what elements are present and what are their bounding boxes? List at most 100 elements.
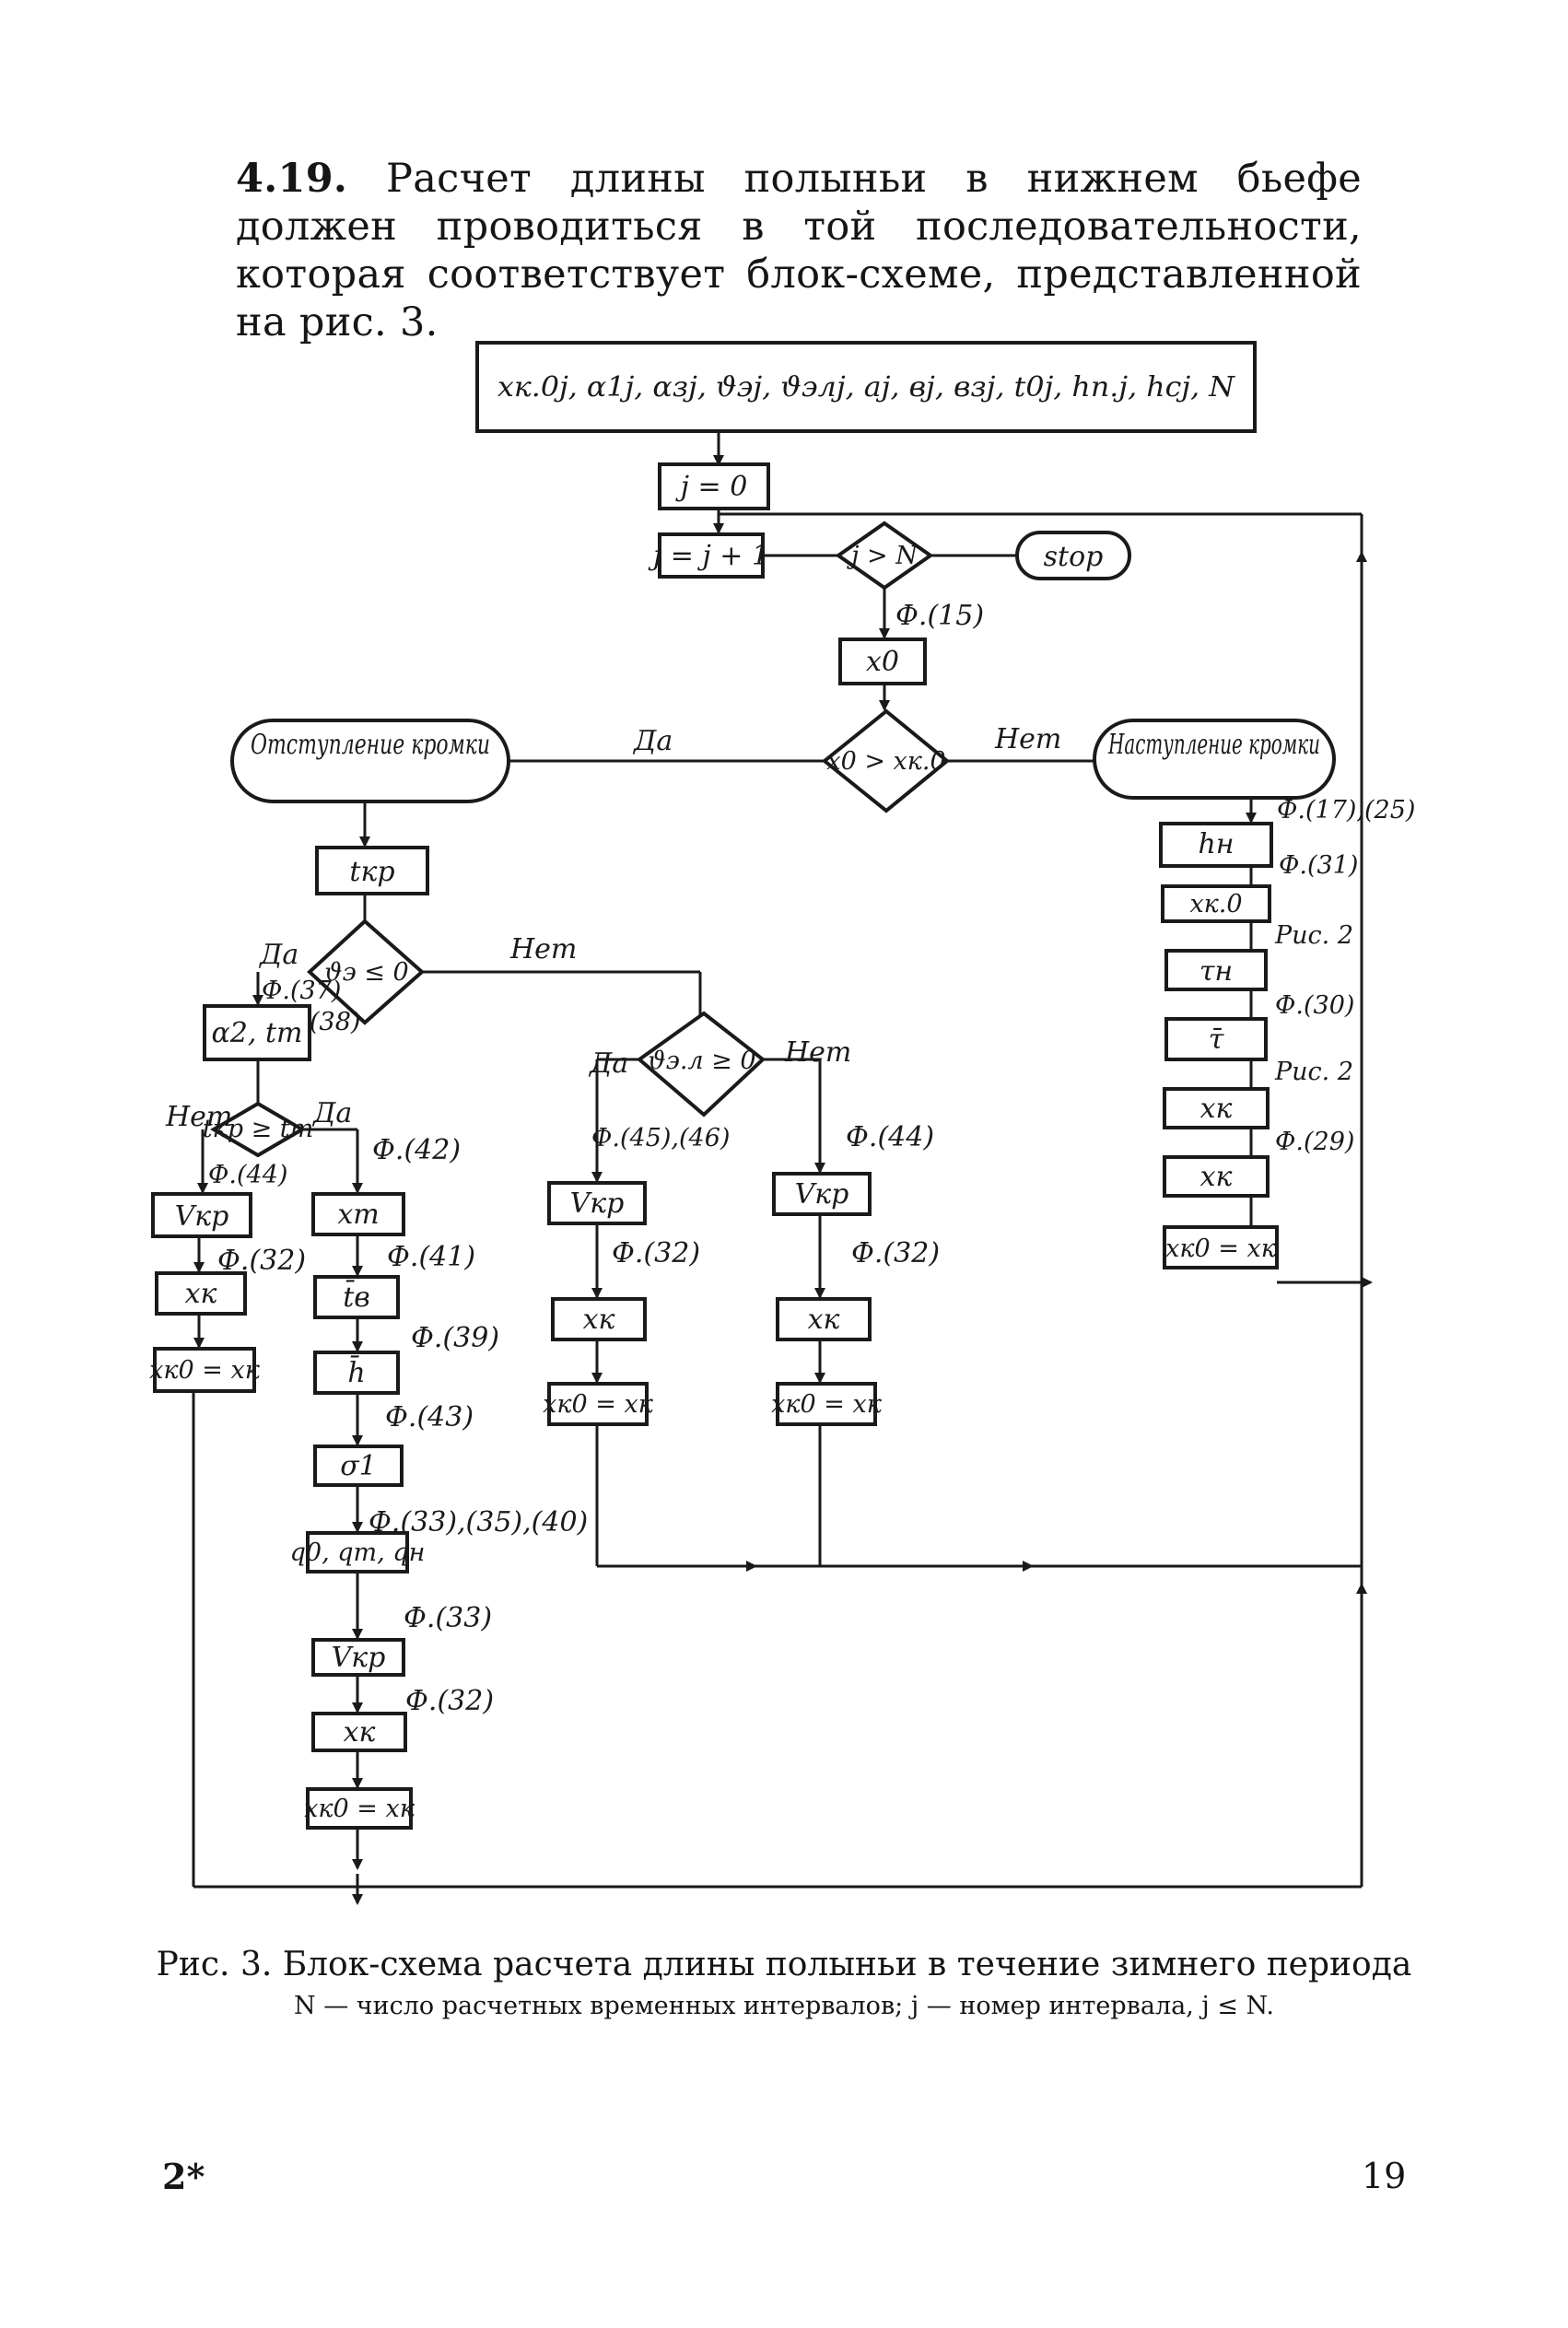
label-f31: Ф.(31): [1279, 851, 1358, 880]
label-no-theta: Нет: [509, 933, 577, 965]
flowchart: xк.0j, α1j, αзj, ϑэj, ϑэлj, aj, вj, взj,…: [149, 341, 1415, 1905]
label-f4546: Ф.(45),(46): [591, 1124, 730, 1152]
xk-a-text: xк: [185, 1278, 217, 1310]
hn-text: hн: [1198, 828, 1234, 860]
vkr-d-block: [772, 1172, 872, 1216]
xk-d-text: xк: [808, 1304, 840, 1336]
cond-theta-diamond: [307, 918, 426, 1025]
vkr-b-text: Vкр: [332, 1642, 386, 1674]
tkr-block: [315, 846, 429, 895]
label-f29: Ф.(29): [1275, 1128, 1354, 1156]
flowchart-labels: Ф.(15) Да Нет Да Нет Ф.(37) (38) Нет Да …: [165, 600, 1415, 1717]
stop-terminator: [1015, 531, 1131, 580]
label-f42: Ф.(42): [372, 1134, 461, 1166]
retreat-terminator: [230, 719, 510, 803]
cond-x0-text: x0 > xк.0: [826, 747, 945, 776]
label-f32b: Ф.(32): [405, 1685, 494, 1717]
signature-mark: 2*: [162, 2156, 205, 2197]
figure-caption-note: N — число расчетных временных интервалов…: [294, 1992, 1274, 2020]
xk0-f-block: [1163, 1225, 1279, 1269]
paragraph-number: 4.19.: [236, 156, 348, 202]
xk-f-text: xк: [1200, 1161, 1233, 1193]
label-f41: Ф.(41): [387, 1241, 475, 1273]
xk0-d-text: xк0 = xк: [771, 1390, 883, 1419]
label-f44b: Ф.(44): [846, 1121, 934, 1153]
jinc-block: [658, 532, 765, 579]
xk0-a-block: [153, 1347, 256, 1393]
label-f333540: Ф.(33),(35),(40): [369, 1506, 588, 1538]
x0-block: [838, 638, 927, 685]
xk-c-block: [551, 1297, 647, 1341]
label-f39: Ф.(39): [411, 1322, 499, 1354]
xk-a-block: [155, 1271, 247, 1316]
label-f44a: Ф.(44): [208, 1161, 287, 1189]
flowchart-block-texts: xк.0j, α1j, αзj, ϑэj, ϑэлj, aj, вj, взj,…: [149, 371, 1320, 1823]
sigma-text: σ1: [340, 1450, 377, 1482]
xk0-a-text: xк0 = xк: [149, 1356, 261, 1385]
label-f15: Ф.(15): [895, 600, 984, 632]
figure-caption: Рис. 3. Блок-схема расчета длины полыньи…: [156, 1946, 1412, 1983]
j0-text: j = 0: [675, 471, 748, 503]
xt-text: xт: [337, 1199, 379, 1231]
retreat-text: Отступление кромки: [251, 729, 490, 761]
xk-d-block: [776, 1297, 872, 1341]
vkr-b-block: [311, 1638, 405, 1677]
vkr-c-block: [547, 1181, 647, 1225]
label-yes-thetal: Да: [588, 1047, 628, 1080]
cond-thetal-text: ϑэ.л ≥ 0: [648, 1047, 755, 1075]
advance-terminator: [1093, 719, 1336, 800]
jinc-text: j = j + 1: [648, 540, 769, 572]
xk0-b-block: [306, 1787, 413, 1830]
cond-thetal-diamond: [636, 1011, 766, 1117]
xk-e-block: [1163, 1087, 1270, 1129]
label-f1725: Ф.(17),(25): [1277, 796, 1415, 825]
vkr-a-block: [151, 1192, 252, 1238]
xk-e-text: xк: [1200, 1093, 1233, 1125]
cond-t-text: tкр ≥ tт: [203, 1115, 314, 1143]
tv-text: t̄в: [343, 1279, 370, 1314]
j0-block: [658, 462, 770, 510]
xk0-b-text: xк0 = xк: [304, 1795, 415, 1823]
vkr-a-text: Vкр: [175, 1200, 229, 1233]
paragraph-text: Расчет длины полыньи в нижнем бьефе долж…: [236, 156, 1362, 345]
q-text: q0, qт, qн: [290, 1538, 426, 1567]
label-f38: (38): [310, 1008, 360, 1036]
cond-x0-diamond: [821, 708, 951, 813]
label-f32c: Ф.(32): [612, 1237, 700, 1269]
label-f32a: Ф.(32): [217, 1245, 306, 1277]
taun-block: [1164, 949, 1268, 991]
label-f37: Ф.(37): [262, 977, 341, 1005]
xk-f-block: [1163, 1155, 1270, 1198]
vkr-d-text: Vкр: [795, 1178, 849, 1211]
xt-block: [311, 1192, 405, 1236]
paragraph-4-19: 4.19. Расчет длины полыньи в нижнем бьеф…: [236, 155, 1362, 346]
xk-b-text: xк: [344, 1716, 376, 1749]
xk0-c-text: xк0 = xк: [543, 1390, 654, 1419]
advance-text: Наступление кромки: [1107, 729, 1320, 761]
sigma-block: [313, 1445, 404, 1487]
label-ris2a: Рис. 2: [1274, 921, 1353, 950]
taun-text: τн: [1199, 955, 1233, 988]
page-number: 19: [1362, 2156, 1407, 2196]
label-ris2b: Рис. 2: [1274, 1058, 1353, 1086]
tv-block: [313, 1275, 400, 1319]
label-f30: Ф.(30): [1275, 991, 1354, 1020]
hbar-text: h̄: [347, 1354, 365, 1389]
vkr-c-text: Vкр: [570, 1187, 625, 1220]
xk0-e-block: [1161, 884, 1271, 923]
xk0-f-text: xк0 = xк: [1165, 1234, 1277, 1263]
xk0-d-block: [776, 1382, 877, 1426]
cond-t-diamond: [210, 1101, 306, 1158]
label-no-thetal: Нет: [784, 1036, 851, 1069]
tkr-text: tкр: [349, 856, 394, 888]
label-f32d: Ф.(32): [851, 1237, 940, 1269]
q-block: [306, 1531, 409, 1573]
xk0-c-block: [547, 1382, 649, 1426]
stop-text: stop: [1044, 541, 1104, 573]
xk0-e-text: xк.0: [1189, 890, 1242, 918]
label-f43: Ф.(43): [385, 1401, 474, 1433]
connector-lines: [192, 431, 1373, 1905]
input-text: xк.0j, α1j, αзj, ϑэj, ϑэлj, aj, вj, взj,…: [497, 371, 1236, 404]
label-yes-theta: Да: [258, 939, 298, 971]
